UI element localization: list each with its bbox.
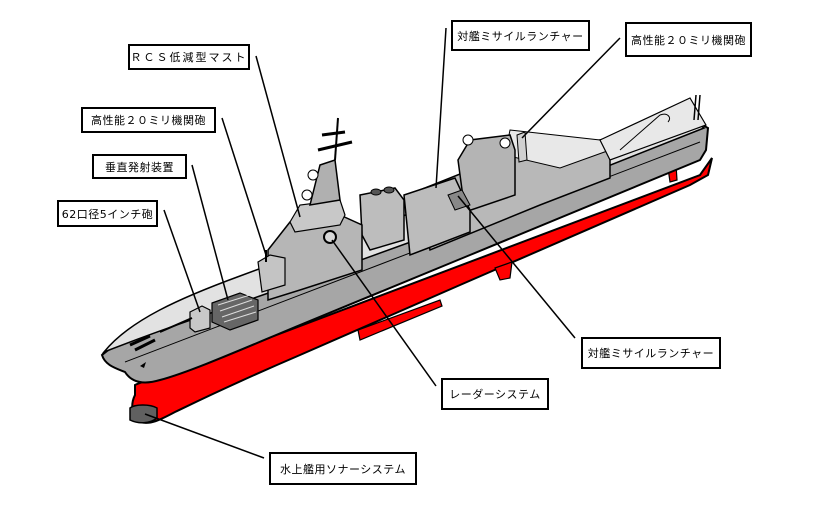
hull-anchor	[140, 362, 146, 368]
label-ssm-launcher-bottom: 対艦ミサイルランチャー	[581, 337, 721, 369]
bridge-top	[289, 199, 346, 233]
stabilizer-fin	[494, 261, 513, 281]
label-ssm-launcher-top: 対艦ミサイルランチャー	[451, 20, 590, 51]
radome	[462, 134, 474, 146]
main-gun-turret	[189, 305, 211, 333]
label-main-gun: 62口径5インチ砲	[57, 200, 158, 227]
anchor-equipment	[129, 334, 156, 352]
main-gun-barrel	[159, 317, 193, 333]
mast-pole	[334, 117, 339, 161]
label-ciws-aft: 高性能２０ミリ機関砲	[625, 22, 752, 57]
vls-grid	[217, 294, 257, 323]
flight-deck-marking	[619, 113, 671, 151]
leader-line-ciws-forward	[221, 117, 267, 256]
label-sonar: 水上艦用ソナーシステム	[269, 452, 417, 485]
leader-line-radar	[331, 239, 437, 387]
leader-line-vls	[191, 164, 229, 301]
leader-line-ciws-aft	[521, 37, 621, 139]
rcs-mast	[308, 158, 341, 206]
label-rcs-mast: ＲＣＳ低減型マスト	[128, 44, 250, 70]
mast-yard	[317, 130, 353, 152]
radome	[499, 137, 511, 149]
leader-line-main-gun	[163, 209, 201, 313]
leader-line-rcs-mast	[255, 55, 301, 218]
funnel-exhaust	[370, 188, 382, 196]
label-vls: 垂直発射装置	[92, 154, 187, 179]
leader-line-ssm-top	[435, 27, 447, 189]
radome	[307, 169, 319, 181]
radar-array	[323, 230, 337, 244]
stern-antenna	[697, 94, 701, 121]
sonar-dome	[129, 404, 158, 424]
stabilizer-fin	[357, 299, 443, 341]
radome	[301, 189, 313, 201]
funnel-exhaust	[383, 186, 395, 194]
ciws-aft-mount	[516, 131, 528, 163]
leader-line-sonar	[144, 413, 265, 459]
leader-line-ssm-bottom	[457, 195, 576, 339]
label-radar: レーダーシステム	[441, 378, 549, 410]
label-ciws-forward: 高性能２０ミリ機関砲	[81, 107, 216, 133]
funnel	[359, 187, 405, 251]
stern-antenna	[693, 94, 697, 121]
ciws-forward-mount	[257, 254, 286, 293]
